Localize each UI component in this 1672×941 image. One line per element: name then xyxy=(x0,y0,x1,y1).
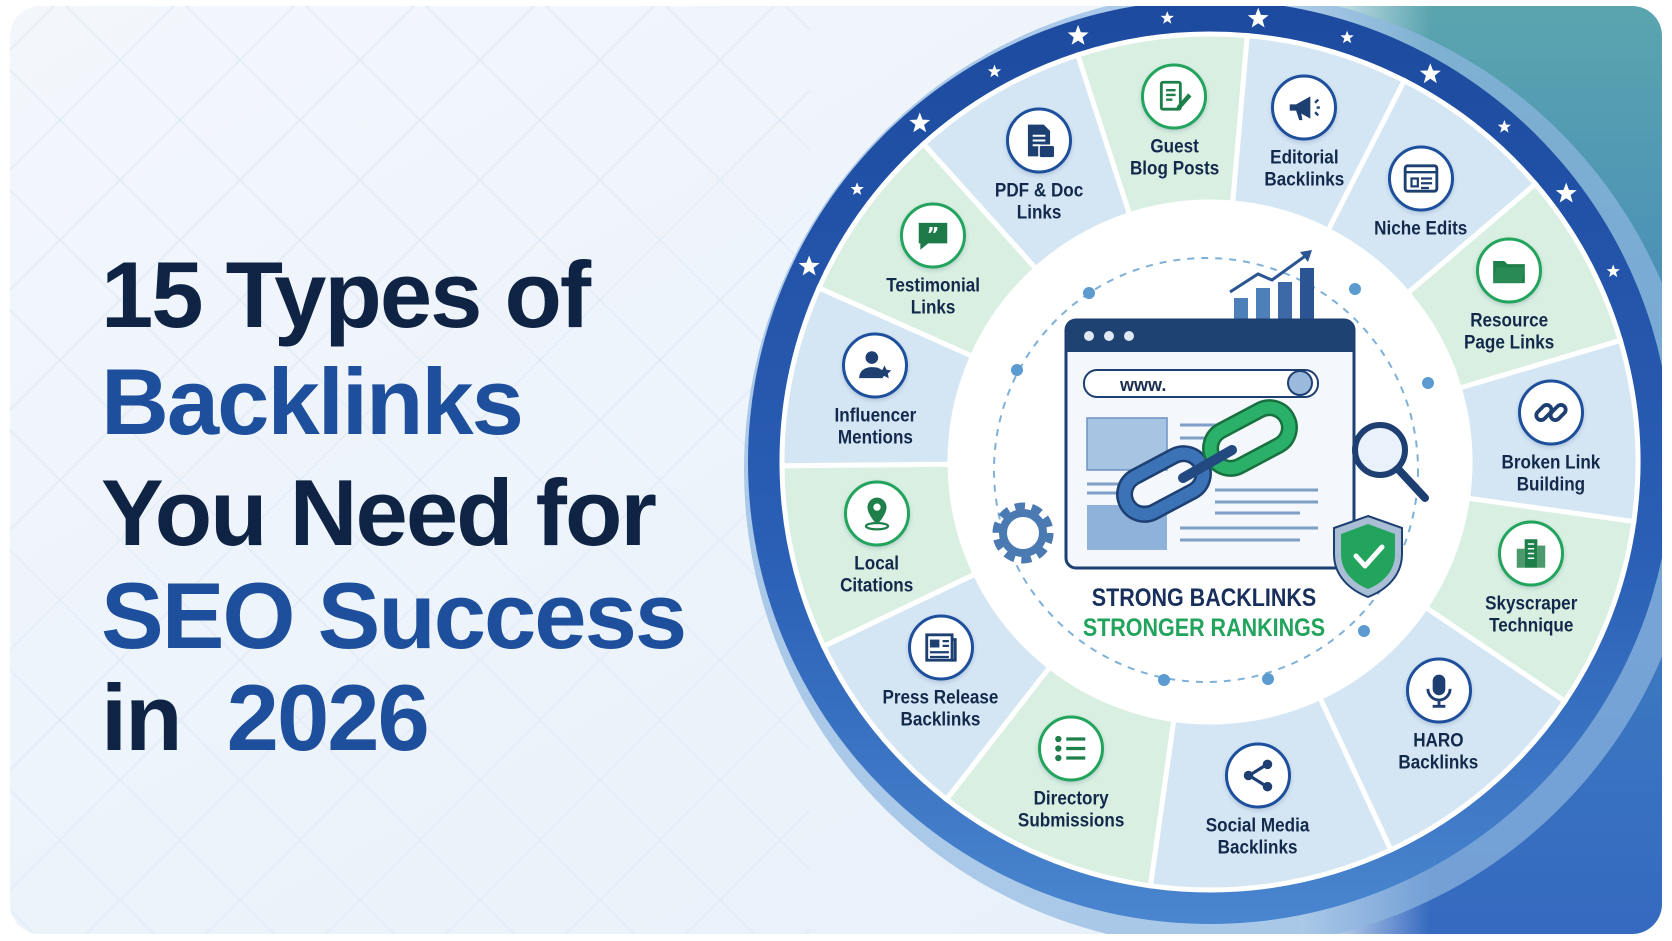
title-line-5-prefix: in xyxy=(101,665,181,770)
person-star-icon xyxy=(842,332,909,399)
newspaper-icon-glyph xyxy=(924,632,957,662)
microphone-icon-glyph xyxy=(1426,674,1452,708)
item-label: Testimonial Links xyxy=(886,275,981,319)
chain-link-icon xyxy=(1116,399,1298,523)
item-label: Guest Blog Posts xyxy=(1129,136,1219,180)
microphone-icon xyxy=(1405,657,1472,724)
center-subheadline: STRONGER RANKINGS xyxy=(1083,613,1325,641)
map-pin-icon xyxy=(843,480,910,547)
star-ring xyxy=(798,7,1620,278)
star-icon xyxy=(1606,264,1620,278)
title-line-4: SEO Success xyxy=(101,563,685,668)
backlink-type-niche-edits: Niche Edits xyxy=(1331,145,1511,240)
map-pin-icon-glyph xyxy=(864,497,889,531)
link-icon xyxy=(1518,379,1585,446)
backlink-type-skyscraper-technique: Skyscraper Technique xyxy=(1441,520,1621,637)
building-icon-glyph xyxy=(1517,539,1546,568)
list-icon-glyph xyxy=(1055,736,1086,762)
growth-bar-chart-icon xyxy=(1229,250,1314,322)
magnifier-icon xyxy=(1352,422,1429,502)
star-icon xyxy=(1497,119,1511,133)
backlink-type-local-citations: Local Citations xyxy=(787,480,967,597)
share-icon xyxy=(1224,742,1291,809)
title-line-3: You Need for xyxy=(101,460,656,565)
backlink-type-resource-page-links: Resource Page Links xyxy=(1419,237,1599,355)
dashed-orbit xyxy=(993,257,1419,683)
item-label: Broken Link Building xyxy=(1501,452,1601,496)
item-label: Influencer Mentions xyxy=(834,405,917,449)
document-pencil-icon xyxy=(1141,63,1208,130)
background-pattern xyxy=(10,6,810,934)
list-icon xyxy=(1037,715,1104,782)
item-label: HARO Backlinks xyxy=(1398,730,1479,774)
item-label: Social Media Backlinks xyxy=(1205,815,1310,859)
link-icon-glyph xyxy=(1534,403,1568,423)
backlink-type-influencer-mentions: Influencer Mentions xyxy=(785,332,965,449)
item-label: PDF & Doc Links xyxy=(994,180,1084,224)
quote-bubble-icon: ” xyxy=(900,202,967,269)
item-label: Skyscraper Technique xyxy=(1485,593,1578,637)
browser-edit-icon xyxy=(1387,145,1454,211)
share-icon-glyph xyxy=(1243,759,1272,791)
star-icon xyxy=(1555,182,1577,203)
backlink-type-testimonial-links: ” Testimonial Links xyxy=(843,202,1023,319)
backlink-type-guest-blog-posts: Guest Blog Posts xyxy=(1084,63,1264,180)
star-icon xyxy=(1419,63,1441,84)
browser-edit-icon-glyph xyxy=(1403,163,1438,193)
item-label: Niche Edits xyxy=(1373,218,1468,239)
quote-bubble-icon-glyph: ” xyxy=(919,222,948,250)
pdf-document-icon-glyph xyxy=(1027,124,1056,159)
item-label: Directory Submissions xyxy=(1017,788,1125,832)
folder-icon xyxy=(1476,237,1543,304)
title-year: 2026 xyxy=(227,665,428,770)
newspaper-icon xyxy=(907,614,974,681)
security-shield-icon xyxy=(1333,514,1403,599)
document-pencil-icon-glyph xyxy=(1160,80,1192,111)
center-headline: STRONG BACKLINKS xyxy=(1092,583,1316,611)
backlink-type-editorial-backlinks: Editorial Backlinks xyxy=(1214,74,1394,192)
star-icon xyxy=(850,182,864,195)
search-icon xyxy=(1287,370,1313,396)
megaphone-icon xyxy=(1271,74,1338,141)
backlink-type-broken-link-building: Broken Link Building xyxy=(1461,379,1641,497)
star-icon xyxy=(1160,11,1174,24)
item-label: Editorial Backlinks xyxy=(1264,147,1345,191)
megaphone-icon-glyph xyxy=(1290,96,1321,121)
svg-text:”: ” xyxy=(927,223,940,245)
backlink-type-press-release-backlinks: Press Release Backlinks xyxy=(851,614,1031,731)
item-label: Resource Page Links xyxy=(1463,310,1555,354)
pdf-document-icon xyxy=(1006,107,1072,174)
backlink-type-haro-backlinks: HARO Backlinks xyxy=(1349,657,1529,775)
title-line-2: Backlinks xyxy=(101,349,522,454)
star-icon xyxy=(798,255,820,276)
url-text: www. xyxy=(1119,375,1166,395)
building-icon xyxy=(1498,520,1565,587)
star-icon xyxy=(1247,7,1269,28)
orbit-dots xyxy=(1011,283,1434,686)
star-icon xyxy=(1067,24,1089,45)
item-label: Press Release Backlinks xyxy=(882,687,999,731)
star-icon xyxy=(987,64,1002,78)
backlink-type-directory-submissions: Directory Submissions xyxy=(981,715,1161,833)
star-icon xyxy=(909,112,931,133)
title-line-1: 15 Types of xyxy=(101,242,592,347)
folder-icon-glyph xyxy=(1493,261,1525,284)
title-line-5: in 2026 xyxy=(101,665,428,770)
backlink-type-social-media-backlinks: Social Media Backlinks xyxy=(1168,742,1348,859)
backlink-type-pdf-doc-links: PDF & Doc Links xyxy=(949,107,1129,224)
star-icon xyxy=(1340,30,1354,44)
gear-icon xyxy=(992,502,1054,564)
person-star-icon-glyph xyxy=(859,351,892,379)
item-label: Local Citations xyxy=(840,553,914,597)
